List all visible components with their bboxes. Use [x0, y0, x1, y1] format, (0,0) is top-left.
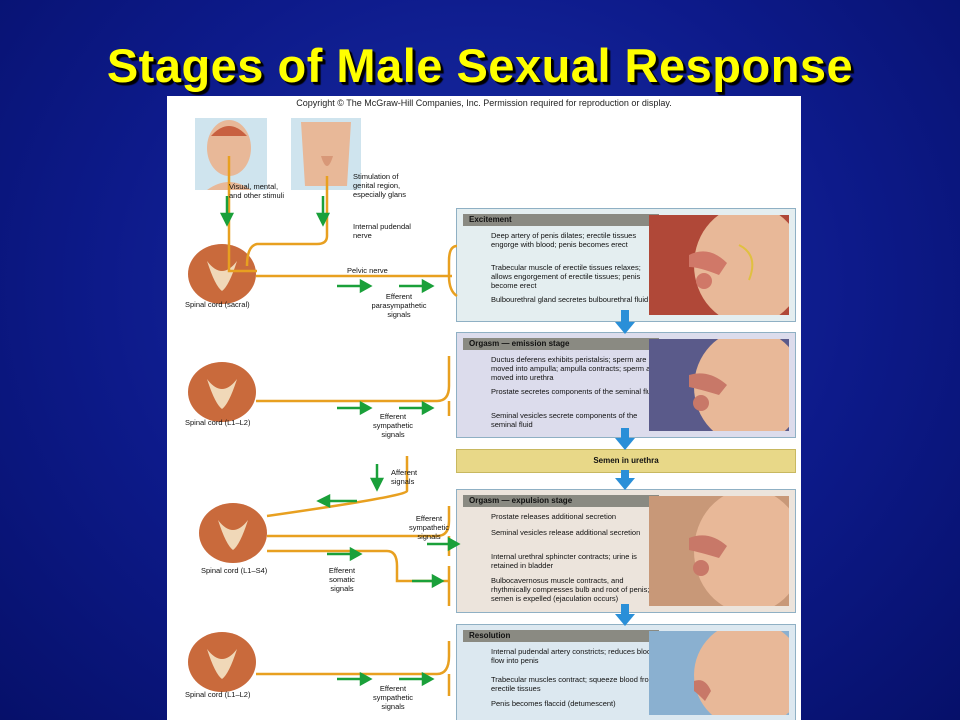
- label-brain-stimuli: Visual, mental, and other stimuli: [229, 182, 285, 200]
- copyright-notice: Copyright © The McGraw-Hill Companies, I…: [296, 98, 672, 108]
- stage-item: Bulbourethral gland secretes bulbourethr…: [491, 295, 649, 304]
- stage-item: Bulbocavernosus muscle contracts, and rh…: [491, 576, 650, 603]
- label-efferent-signal: Efferent sympathetic signals: [408, 514, 450, 541]
- stage-item: Trabecular muscles contract; squeeze blo…: [491, 675, 655, 693]
- label-efferent-signal: Efferent parasympathetic signals: [371, 292, 427, 319]
- spinal-cord-l1-l2-resolution: [188, 632, 256, 692]
- illustration-excitement: [649, 215, 789, 315]
- green-arrows: [219, 196, 461, 687]
- stage-item: Internal pudendal artery constricts; red…: [491, 647, 656, 665]
- stage-box-emission: Orgasm — emission stage Ductus deferens …: [456, 332, 796, 438]
- label-genital-stimulation: Stimulation of genital region, especiall…: [353, 172, 406, 199]
- stage-item: Trabecular muscle of erectile tissues re…: [491, 263, 641, 290]
- stage-heading: Excitement: [463, 214, 659, 226]
- stage-item: Deep artery of penis dilates; erectile t…: [491, 231, 637, 249]
- spinal-cord-sacral: [188, 244, 256, 304]
- label-efferent-signal: Efferent sympathetic signals: [372, 684, 414, 711]
- stage-item: Prostate secretes components of the semi…: [491, 387, 657, 396]
- label-spinal-cord: Spinal cord (L1–L2): [185, 418, 251, 427]
- stage-item: Seminal vesicles secrete components of t…: [491, 411, 638, 429]
- spinal-cord-l1-l2-emission: [188, 362, 256, 422]
- stage-box-resolution: Resolution Internal pudendal artery cons…: [456, 624, 796, 720]
- stage-box-excitement: Excitement Deep artery of penis dilates;…: [456, 208, 796, 322]
- label-spinal-cord: Spinal cord (L1–L2): [185, 690, 251, 699]
- label-efferent-signal: Efferent sympathetic signals: [372, 412, 414, 439]
- label-pudendal-nerve: Internal pudendal nerve: [353, 222, 411, 240]
- label-afferent-signal: Afferent signals: [391, 468, 418, 486]
- nerve-paths: [227, 156, 458, 696]
- stage-item: Internal urethral sphincter contracts; u…: [491, 552, 637, 570]
- slide-title: Stages of Male Sexual Response: [106, 39, 854, 92]
- illustration-emission: [649, 339, 789, 431]
- spinal-cord-l1-s4: [199, 503, 267, 563]
- label-spinal-cord: Spinal cord (L1–S4): [201, 566, 268, 575]
- label-pelvic-nerve: Pelvic nerve: [347, 266, 388, 275]
- stage-heading: Resolution: [463, 630, 659, 642]
- head-illustration: [195, 118, 267, 190]
- stage-box-expulsion: Orgasm — expulsion stage Prostate releas…: [456, 489, 796, 613]
- stage-item: Penis becomes flaccid (detumescent): [491, 699, 616, 708]
- stage-item: Prostate releases additional secretion: [491, 512, 617, 521]
- stage-item: Ductus deferens exhibits peristalsis; sp…: [491, 355, 657, 382]
- blue-stage-arrows: [615, 310, 635, 626]
- nerve-diagram-svg: [188, 118, 635, 696]
- illustration-resolution: [649, 631, 789, 715]
- label-somatic-signal: Efferent somatic signals: [328, 566, 356, 593]
- stage-heading: Orgasm — expulsion stage: [463, 495, 659, 507]
- stage-heading: Orgasm — emission stage: [463, 338, 659, 350]
- diagram-panel: Copyright © The McGraw-Hill Companies, I…: [167, 96, 801, 720]
- stage-item: Seminal vesicles release additional secr…: [491, 528, 641, 537]
- label-spinal-cord: Spinal cord (sacral): [185, 300, 250, 309]
- illustration-expulsion: [649, 496, 789, 606]
